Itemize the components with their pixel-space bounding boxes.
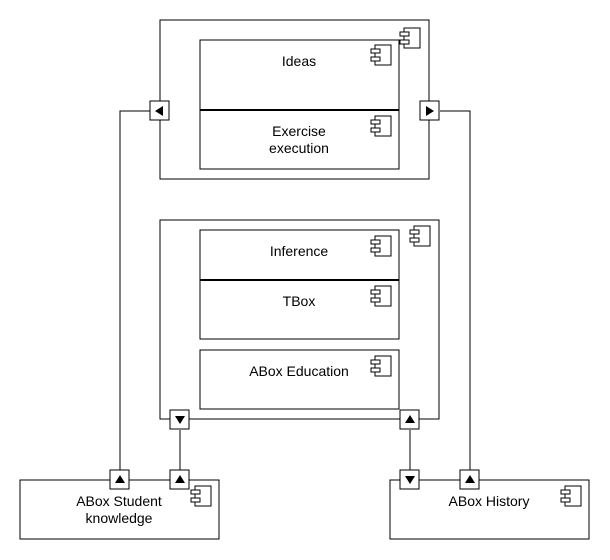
triangle-left-icon — [155, 106, 163, 116]
connector-lines — [119, 110, 471, 470]
triangle-down-icon — [405, 476, 415, 484]
port-middle-bottom-left[interactable] — [169, 409, 190, 430]
triangle-up-icon — [115, 475, 125, 483]
abox-history-label: ABox History — [449, 493, 530, 509]
tbox-component[interactable]: TBox — [199, 279, 400, 340]
port-top-left[interactable] — [149, 100, 170, 121]
triangle-down-icon — [175, 416, 185, 424]
port-history-left[interactable] — [399, 469, 420, 490]
port-student-left[interactable] — [109, 469, 130, 490]
port-top-right[interactable] — [419, 100, 440, 121]
exercise-label-line2: execution — [269, 140, 329, 156]
port-middle-bottom-right[interactable] — [399, 409, 420, 430]
connector-left — [119, 110, 150, 470]
port-history-right[interactable] — [459, 469, 480, 490]
triangle-up-icon — [175, 475, 185, 483]
port-student-right[interactable] — [169, 469, 190, 490]
abox-education-component[interactable]: ABox Education — [199, 349, 400, 410]
exercise-execution-component[interactable]: Exercise execution — [199, 109, 400, 170]
abox-student-knowledge-component[interactable]: ABox Student knowledge — [19, 479, 220, 540]
ideas-component[interactable]: Ideas — [199, 39, 400, 111]
triangle-up-icon — [405, 415, 415, 423]
connector-right — [440, 110, 471, 470]
exercise-label-line1: Exercise — [272, 123, 326, 139]
tbox-label: TBox — [283, 293, 316, 309]
triangle-up-icon — [465, 475, 475, 483]
abox-education-label: ABox Education — [249, 363, 349, 379]
triangle-right-icon — [426, 106, 434, 116]
abox-student-label-line1: ABox Student — [76, 493, 162, 509]
inference-component[interactable]: Inference — [199, 229, 400, 281]
inference-label: Inference — [270, 243, 329, 259]
abox-student-label-line2: knowledge — [86, 510, 153, 526]
abox-history-component[interactable]: ABox History — [389, 479, 590, 540]
ideas-label: Ideas — [282, 53, 316, 69]
